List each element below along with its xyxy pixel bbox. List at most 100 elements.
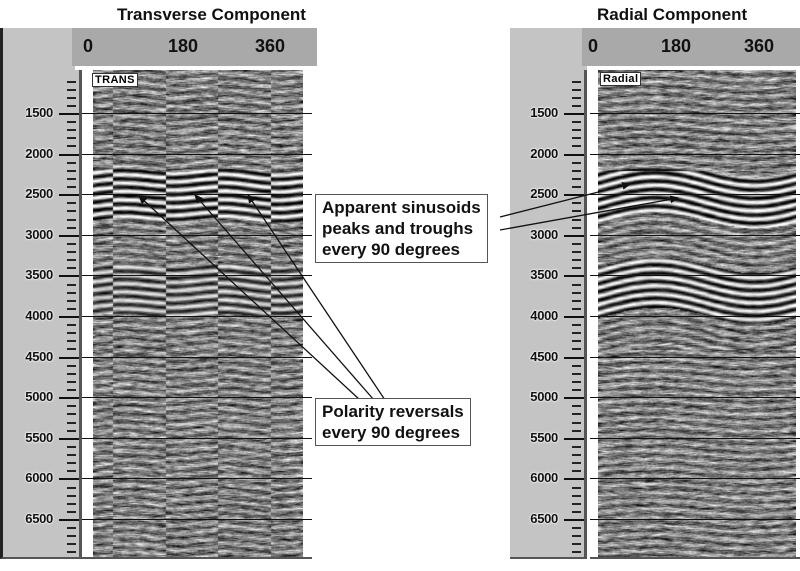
time-minor-tick — [572, 145, 581, 148]
time-gridline — [82, 478, 312, 480]
time-minor-tick — [67, 324, 76, 327]
transverse-title: Transverse Component — [117, 5, 306, 24]
time-gridline — [590, 153, 800, 155]
azimuth-tick-label: 180 — [168, 36, 199, 56]
time-minor-tick — [572, 96, 581, 99]
time-major-tick — [59, 194, 79, 197]
azimuth-tick-label: 360 — [255, 36, 286, 56]
time-minor-tick — [67, 510, 76, 513]
time-gridline — [590, 478, 800, 480]
time-minor-tick — [67, 129, 76, 132]
polarity-arrow-1 — [138, 195, 361, 401]
time-minor-tick — [572, 332, 581, 335]
time-minor-tick — [67, 405, 76, 408]
time-tick-label: 5000 — [530, 389, 558, 405]
sinusoids-arrow-2 — [499, 195, 680, 231]
time-tick-label: 3000 — [530, 226, 558, 242]
time-minor-tick — [67, 486, 76, 489]
time-minor-tick — [67, 202, 76, 205]
time-tick-label: 3000 — [25, 226, 53, 242]
azimuth-tick-label: 0 — [83, 36, 94, 56]
time-minor-tick — [572, 510, 581, 513]
time-major-tick — [564, 519, 584, 521]
time-minor-tick — [572, 380, 581, 383]
time-major-tick — [59, 153, 79, 156]
time-minor-tick — [572, 364, 581, 367]
time-minor-tick — [572, 454, 581, 457]
time-minor-tick — [572, 137, 581, 140]
time-minor-tick — [572, 129, 581, 132]
time-major-tick — [59, 397, 79, 400]
time-minor-tick — [67, 307, 76, 310]
time-minor-tick — [572, 169, 581, 172]
time-gridline — [590, 234, 800, 236]
time-minor-tick — [572, 242, 581, 245]
time-tick-label: 2500 — [530, 186, 558, 202]
time-minor-tick — [572, 267, 581, 270]
time-major-tick — [564, 113, 584, 115]
time-minor-tick — [67, 177, 76, 180]
time-minor-tick — [67, 283, 76, 286]
time-minor-tick — [572, 421, 581, 424]
time-minor-tick — [67, 169, 76, 172]
time-tick-label: 6500 — [25, 511, 53, 526]
time-tick-label: 3500 — [530, 267, 558, 283]
time-major-tick — [564, 437, 584, 440]
polarity-callout: Polarity reversals every 90 degrees — [315, 398, 471, 446]
time-tick-label: 5500 — [25, 429, 53, 445]
time-minor-tick — [67, 210, 76, 213]
time-gridline — [590, 113, 800, 114]
time-major-tick — [564, 153, 584, 156]
time-minor-tick — [572, 462, 581, 465]
time-major-tick — [564, 397, 584, 400]
time-tick-label: 2000 — [530, 145, 558, 161]
time-minor-tick — [67, 413, 76, 416]
transverse-seismic-section: TRANS — [82, 70, 312, 559]
time-minor-tick — [67, 104, 76, 107]
callout-line: peaks and troughs — [322, 219, 474, 238]
time-tick-label: 6000 — [530, 470, 558, 486]
time-minor-tick — [67, 186, 76, 189]
azimuth-tick-label: 0 — [588, 36, 599, 56]
time-tick-label: 1500 — [25, 105, 53, 120]
time-minor-tick — [572, 299, 581, 302]
time-gridline — [82, 437, 312, 439]
time-minor-tick — [572, 161, 581, 164]
time-minor-tick — [67, 462, 76, 465]
time-minor-tick — [67, 454, 76, 457]
radial-trace-label: Radial — [600, 72, 642, 86]
time-minor-tick — [572, 348, 581, 351]
time-minor-tick — [67, 340, 76, 343]
time-minor-tick — [67, 551, 76, 554]
time-minor-tick — [572, 445, 581, 448]
time-gridline — [590, 316, 800, 317]
time-minor-tick — [67, 88, 76, 91]
time-gridline — [590, 194, 800, 196]
time-tick-label: 4500 — [25, 348, 53, 364]
time-minor-tick — [572, 251, 581, 254]
time-tick-label: 4000 — [530, 308, 558, 323]
time-minor-tick — [572, 121, 581, 124]
time-minor-tick — [572, 494, 581, 497]
time-minor-tick — [67, 421, 76, 424]
time-minor-tick — [67, 145, 76, 148]
time-minor-tick — [67, 445, 76, 448]
time-major-tick — [564, 356, 584, 359]
time-gridline — [590, 356, 800, 358]
time-gridline — [82, 234, 312, 236]
time-minor-tick — [67, 494, 76, 497]
time-minor-tick — [572, 429, 581, 432]
time-tick-label: 2000 — [25, 145, 53, 161]
time-major-tick — [564, 478, 584, 481]
time-tick-label: 3500 — [25, 267, 53, 283]
time-minor-tick — [67, 96, 76, 99]
time-minor-tick — [67, 502, 76, 505]
time-gridline — [82, 113, 312, 114]
callout-line: every 90 degrees — [322, 423, 460, 442]
time-minor-tick — [572, 340, 581, 343]
time-minor-tick — [67, 161, 76, 164]
time-minor-tick — [67, 80, 76, 83]
time-major-tick — [564, 275, 584, 278]
radial-title: Radial Component — [597, 5, 748, 24]
time-minor-tick — [67, 251, 76, 254]
